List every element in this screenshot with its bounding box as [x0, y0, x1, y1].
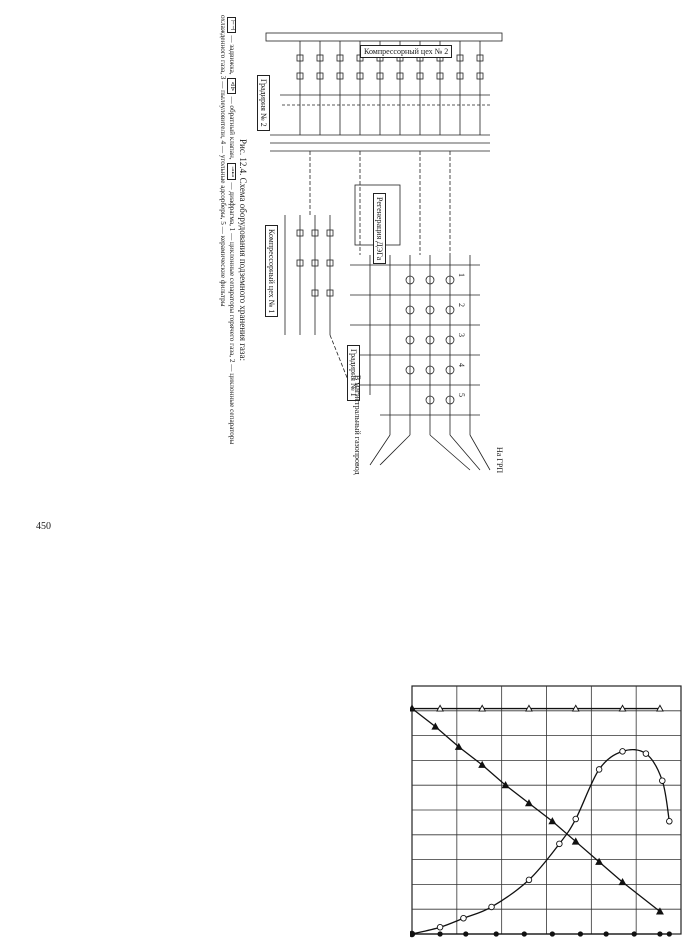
label-num-2: 2: [457, 303, 466, 307]
data-point-triangle: [618, 704, 627, 712]
data-point-triangle: [618, 878, 627, 886]
legend-text-valve: — задвижка,: [227, 35, 236, 75]
data-point-triangle: [571, 704, 580, 712]
data-point-circle: [463, 931, 469, 937]
data-point-circle: [436, 923, 444, 931]
check-valve-icon: ⊲⊳: [227, 78, 236, 95]
data-point-circle: [572, 815, 579, 823]
data-point-triangle: [524, 799, 533, 807]
data-point-triangle: [454, 742, 463, 750]
figure-caption: Рис. 12.4. Схема оборудования подземного…: [218, 15, 248, 485]
figure-legend: ⊢⊣— задвижка, ⊲⊳— обратный клапан, ⊸⊷— д…: [218, 15, 236, 485]
data-point-triangle: [548, 817, 557, 825]
data-point-triangle: [478, 760, 487, 768]
data-point-triangle: [595, 857, 604, 865]
data-point-circle: [666, 931, 672, 937]
data-point-circle: [666, 818, 673, 825]
data-point-circle: [460, 914, 467, 922]
data-point-circle: [409, 931, 415, 937]
label-num-1: 1: [457, 273, 466, 277]
label-num-5: 5: [457, 393, 466, 397]
label-num-3: 3: [457, 333, 466, 337]
data-point-triangle: [571, 837, 580, 845]
label-gradirnya-2: Градирня № 2: [257, 75, 270, 131]
label-regeneration: Регенерация ДЭГа: [373, 193, 386, 265]
valve-icon: ⊢⊣: [227, 17, 236, 34]
data-point-circle: [525, 876, 533, 884]
data-point-circle: [603, 931, 609, 937]
diaphragm-icon: ⊸⊷: [227, 163, 236, 181]
equipment-scheme: [265, 32, 503, 471]
data-point-circle: [437, 931, 443, 937]
data-point-circle: [642, 750, 650, 757]
data-point-circle: [577, 931, 584, 937]
data-point-circle: [595, 766, 603, 773]
data-point-triangle: [436, 704, 445, 712]
data-point-circle: [493, 931, 499, 937]
rotated-figure: Компрессорный цех № 2 Регенерация ДЭГа К…: [180, 15, 510, 485]
data-point-circle: [488, 903, 495, 911]
data-point-triangle: [655, 704, 664, 712]
data-point-triangle: [655, 907, 664, 915]
label-to-main: В магистральный газопровод: [353, 375, 362, 475]
label-compressor-shop-1: Компрессорный цех № 1: [265, 225, 278, 318]
data-point-circle: [521, 931, 527, 937]
chart-svg: [408, 685, 682, 938]
label-num-4: 4: [457, 363, 466, 367]
data-point-triangle: [408, 704, 416, 712]
data-point-circle: [556, 840, 563, 848]
figure-12-4: Компрессорный цех № 2 Регенерация ДЭГа К…: [180, 15, 510, 485]
data-point-circle: [659, 777, 666, 784]
data-point-triangle: [501, 781, 510, 789]
page-number: 450: [36, 521, 51, 532]
label-to-grp: На ГРП: [495, 447, 504, 474]
data-point-triangle: [524, 704, 533, 712]
data-point-triangle: [431, 722, 440, 730]
legend-text-check-valve: — обратный клапан,: [227, 96, 236, 160]
line-chart: [408, 683, 685, 938]
data-point-circle: [549, 931, 555, 937]
data-point-circle: [631, 931, 637, 937]
data-point-circle: [657, 931, 663, 937]
label-compressor-shop-2: Компрессорный цех № 2: [360, 45, 453, 58]
data-point-triangle: [478, 704, 487, 712]
figure-caption-title: Рис. 12.4. Схема оборудования подземного…: [238, 139, 248, 361]
data-point-circle: [619, 748, 626, 755]
